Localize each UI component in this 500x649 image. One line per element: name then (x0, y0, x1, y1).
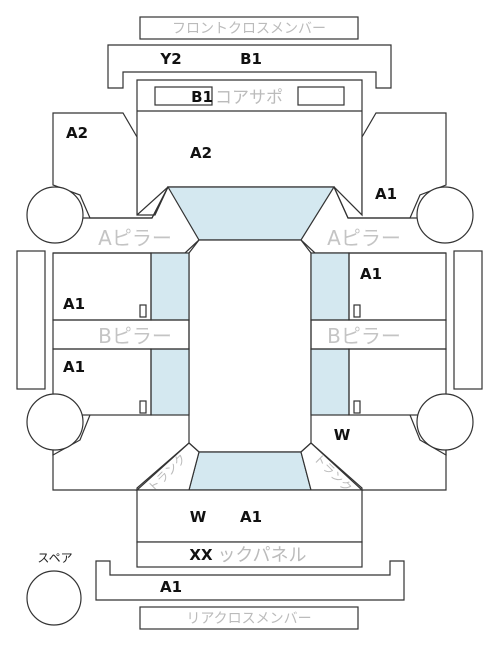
core-support-label: コアサポ (215, 88, 283, 108)
trunk-lid-grade-a1: A1 (240, 508, 262, 526)
right-front-door-handle (353, 304, 361, 318)
right-quarter-grade: W (334, 426, 351, 444)
front-member-grade-y2: Y2 (159, 50, 181, 68)
right-front-window (310, 252, 350, 321)
rear-panel (136, 541, 363, 568)
front-cross-member-box (139, 16, 359, 40)
headlight-right (297, 86, 345, 106)
right-front-door-grade: A1 (360, 265, 382, 283)
left-side-sill (16, 250, 46, 390)
rear-member-bracket (95, 560, 405, 601)
rear-panel-label: ックパネル (217, 545, 306, 566)
roof-panel (188, 239, 312, 453)
rear-member-grade: A1 (160, 578, 182, 596)
rear-right-wheel (416, 393, 474, 451)
front-member-bracket (107, 44, 392, 89)
b-pillar-left (52, 319, 190, 350)
rear-cross-member-box (139, 606, 359, 630)
a-pillar-left-label: Aピラー (98, 226, 172, 250)
front-cross-member-label: フロントクロスメンバー (172, 21, 326, 37)
headlight-left (154, 86, 213, 106)
rear-panel-grade: XX (189, 546, 213, 564)
front-right-fender-grade: A1 (375, 185, 397, 203)
right-rear-window (310, 348, 350, 416)
front-right-wheel (416, 186, 474, 244)
right-front-door (348, 252, 447, 321)
front-left-fender-grade: A2 (66, 124, 88, 142)
spare-tire (26, 570, 82, 626)
rear-left-wheel (26, 393, 84, 451)
rear-window (188, 451, 312, 491)
right-rear-door-handle (353, 400, 361, 414)
right-side-sill (453, 250, 483, 390)
left-rear-window (150, 348, 190, 416)
rear-cross-member-label: リアクロスメンバー (186, 611, 311, 627)
front-left-wheel (26, 186, 84, 244)
a-pillar-right-label: Aピラー (327, 226, 401, 250)
left-front-door-handle (139, 304, 147, 318)
left-rear-door-handle (139, 400, 147, 414)
b-pillar-left-label: Bピラー (98, 324, 172, 348)
core-support-grade: B1 (191, 88, 213, 106)
trunk-lid-grade-w: W (190, 508, 207, 526)
left-rear-door-grade: A1 (63, 358, 85, 376)
left-front-window (150, 252, 190, 321)
b-pillar-right (310, 319, 447, 350)
front-member-grade-b1: B1 (240, 50, 262, 68)
spare-label: スペア (37, 551, 72, 565)
hood-grade: A2 (190, 144, 212, 162)
b-pillar-right-label: Bピラー (327, 324, 401, 348)
left-front-door-grade: A1 (63, 295, 85, 313)
windshield (166, 186, 336, 241)
